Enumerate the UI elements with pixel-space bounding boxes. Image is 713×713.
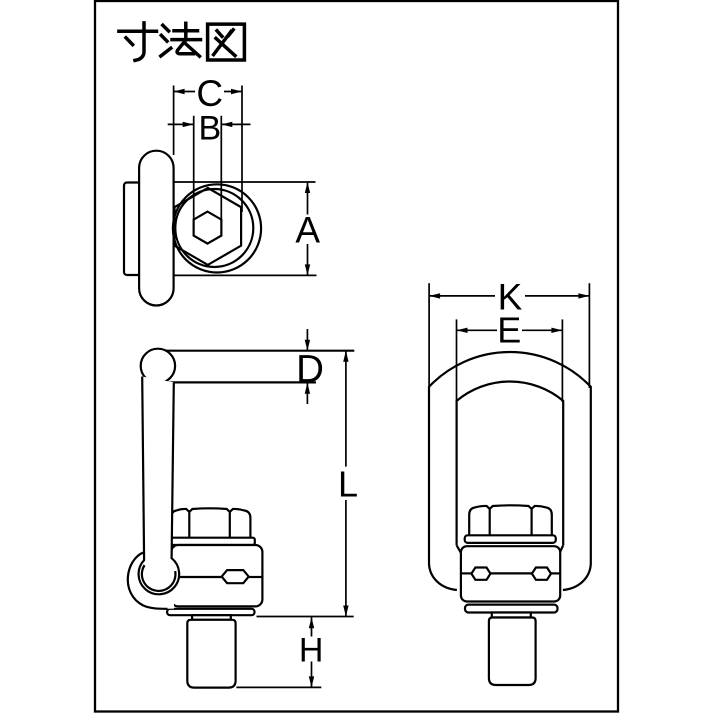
svg-text:H: H	[299, 631, 324, 669]
svg-text:K: K	[498, 277, 523, 318]
svg-text:D: D	[296, 348, 324, 391]
svg-text:E: E	[497, 310, 521, 351]
svg-text:A: A	[295, 209, 320, 250]
svg-text:C: C	[196, 73, 223, 114]
svg-text:L: L	[338, 464, 358, 505]
svg-text:B: B	[198, 110, 221, 148]
